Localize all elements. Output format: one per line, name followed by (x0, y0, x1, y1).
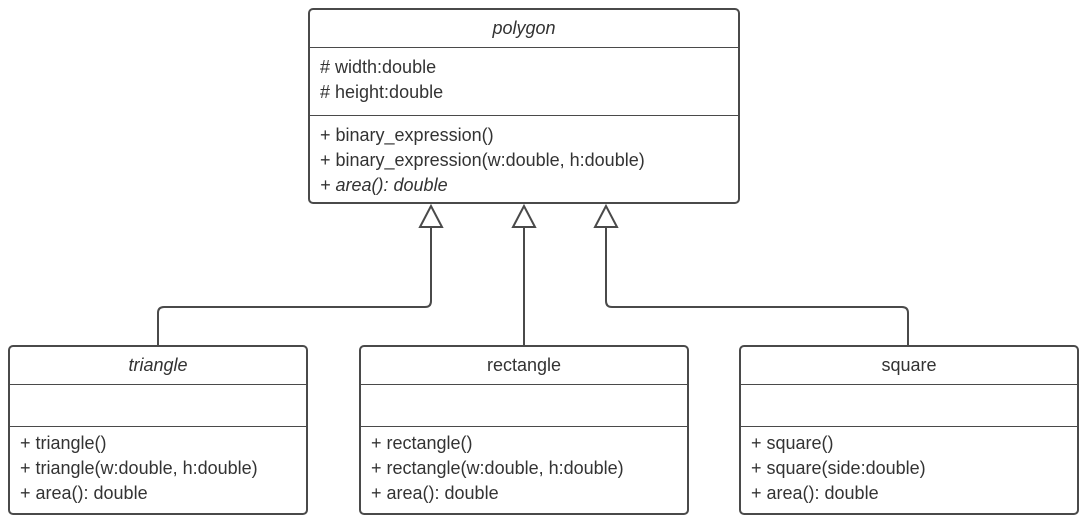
attributes-compartment (10, 385, 306, 427)
operation-area: + area(): double (751, 483, 879, 503)
operation-area: + area(): double (371, 483, 499, 503)
operation-constructor-params: + rectangle(w:double, h:double) (371, 458, 624, 478)
inheritance-arrowhead-icon (511, 203, 537, 228)
operation-area-abstract: + area(): double (320, 175, 448, 195)
operation-constructor-params: + binary_expression(w:double, h:double) (320, 150, 645, 170)
generalization-triangle-polygon (157, 203, 444, 345)
attribute-height: # height:double (320, 82, 444, 102)
operations-compartment: + rectangle() + rectangle(w:double, h:do… (361, 427, 687, 506)
class-square[interactable]: square + square() + square(side:double) … (739, 345, 1079, 515)
class-triangle[interactable]: triangle + triangle() + triangle(w:doubl… (8, 345, 308, 515)
attribute-width: # width:double (320, 57, 437, 77)
operation-area: + area(): double (20, 483, 148, 503)
operations-compartment: + triangle() + triangle(w:double, h:doub… (10, 427, 306, 506)
operation-constructor-params: + square(side:double) (751, 458, 926, 478)
operation-constructor: + binary_expression() (320, 125, 494, 145)
operation-constructor: + rectangle() (371, 433, 473, 453)
operations-compartment: + square() + square(side:double) + area(… (741, 427, 1077, 506)
operation-constructor: + triangle() (20, 433, 107, 453)
operation-constructor: + square() (751, 433, 834, 453)
inheritance-arrowhead-icon (593, 203, 619, 228)
operations-compartment: + binary_expression() + binary_expressio… (310, 116, 738, 198)
generalization-rectangle-polygon (511, 203, 537, 345)
class-name: rectangle (361, 347, 687, 385)
class-rectangle[interactable]: rectangle + rectangle() + rectangle(w:do… (359, 345, 689, 515)
attributes-compartment (741, 385, 1077, 427)
operation-constructor-params: + triangle(w:double, h:double) (20, 458, 258, 478)
attributes-compartment: # width:double # height:double (310, 48, 738, 116)
class-polygon[interactable]: polygon # width:double # height:double +… (308, 8, 740, 204)
class-name: polygon (310, 10, 738, 48)
class-name: square (741, 347, 1077, 385)
attributes-compartment (361, 385, 687, 427)
generalization-square-polygon (593, 203, 909, 345)
class-name: triangle (10, 347, 306, 385)
inheritance-arrowhead-icon (418, 203, 444, 228)
